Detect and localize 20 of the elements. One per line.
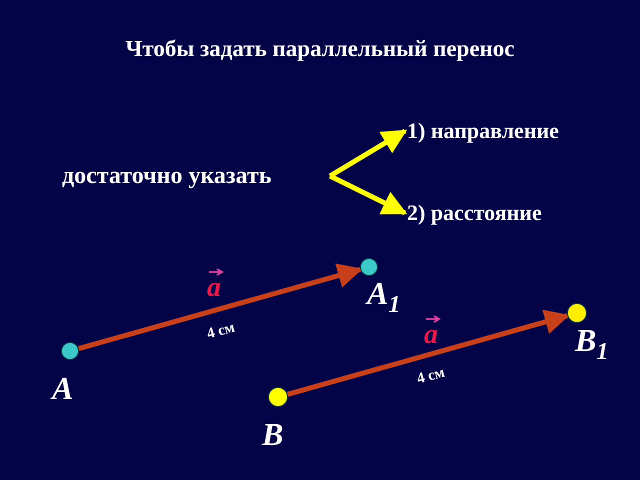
point-label: B xyxy=(262,418,284,450)
arrow xyxy=(78,263,363,351)
text-label: 2) расстояние xyxy=(407,198,587,228)
point-label: A xyxy=(52,372,74,404)
edge-label: 4 см xyxy=(206,320,237,342)
point-label: A$_{1}$ xyxy=(367,277,400,317)
point-dot xyxy=(61,342,79,360)
text-label: достаточно указать xyxy=(62,160,330,192)
title: Чтобы задать параллельный перенос xyxy=(124,36,516,62)
point-dot xyxy=(360,258,378,276)
vector-label: a xyxy=(207,272,221,303)
point-dot xyxy=(268,387,288,407)
arrow xyxy=(286,310,570,397)
text-label: 1) направление xyxy=(407,116,607,146)
arrow xyxy=(328,174,408,216)
vector-label: a xyxy=(424,319,438,350)
point-dot xyxy=(567,303,587,323)
edge-label: 4 см xyxy=(416,366,447,388)
arrow xyxy=(328,128,408,178)
point-label: B$_{1}$ xyxy=(575,324,608,364)
